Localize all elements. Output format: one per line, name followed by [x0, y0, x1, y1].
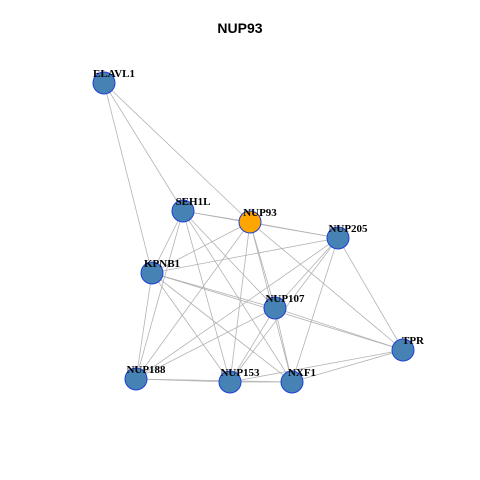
edge-nup205-nup188	[135, 237, 339, 380]
node-nup107	[263, 296, 287, 320]
edge-seh1l-kpnb1	[151, 210, 184, 274]
edge-nup153-tpr	[229, 349, 404, 383]
node-label-seh1l: SEH1L	[176, 196, 211, 208]
node-tpr	[391, 338, 415, 362]
node-label-kpnb1: KPNB1	[144, 258, 180, 270]
edge-elavl1-nup93	[103, 82, 251, 223]
node-label-nup107: NUP107	[265, 293, 305, 305]
node-kpnb1	[140, 261, 164, 285]
edge-nup188-nxf1	[135, 378, 293, 383]
edge-nup107-tpr	[274, 307, 404, 351]
edge-nup205-nxf1	[291, 237, 339, 383]
edge-nup93-kpnb1	[151, 221, 251, 274]
edge-kpnb1-nxf1	[151, 272, 293, 383]
edge-nup205-tpr	[337, 237, 404, 351]
edge-nup93-tpr	[249, 221, 404, 351]
node-nup93	[238, 210, 262, 234]
edge-kpnb1-nup188	[135, 272, 153, 380]
edge-nxf1-tpr	[291, 349, 404, 383]
node-label-nup188: NUP188	[126, 364, 166, 376]
edge-nup93-nup188	[135, 221, 251, 380]
node-label-nup93: NUP93	[243, 207, 277, 219]
node-seh1l	[171, 199, 195, 223]
node-nup205	[326, 226, 350, 250]
node-nxf1	[280, 370, 304, 394]
node-label-nxf1: NXF1	[288, 367, 316, 379]
edge-nup205-kpnb1	[151, 237, 339, 274]
edge-elavl1-kpnb1	[103, 82, 153, 274]
node-nup153	[218, 370, 242, 394]
edge-nup107-nxf1	[274, 307, 293, 383]
edge-seh1l-nup153	[182, 210, 231, 383]
edge-nup205-nup107	[274, 237, 339, 309]
edge-elavl1-seh1l	[103, 82, 184, 212]
edge-nup107-nup153	[229, 307, 276, 383]
node-label-elavl1: ELAVL1	[93, 68, 135, 80]
node-label-nup153: NUP153	[220, 367, 260, 379]
edge-nup93-nup205	[249, 221, 339, 239]
node-label-nup205: NUP205	[328, 223, 368, 235]
edge-seh1l-nup107	[182, 210, 276, 309]
node-nup188	[124, 367, 148, 391]
edge-kpnb1-nup153	[151, 272, 231, 383]
edge-nup107-nup188	[135, 307, 276, 380]
edge-nup93-nup153	[229, 221, 251, 383]
edge-kpnb1-nup107	[151, 272, 276, 309]
edge-seh1l-nup188	[135, 210, 184, 380]
nodes-layer	[92, 71, 415, 394]
node-label-tpr: TPR	[402, 335, 425, 347]
node-elavl1	[92, 71, 116, 95]
edge-seh1l-nxf1	[182, 210, 293, 383]
edges-layer	[103, 82, 404, 383]
graph-title: NUP93	[217, 20, 263, 36]
